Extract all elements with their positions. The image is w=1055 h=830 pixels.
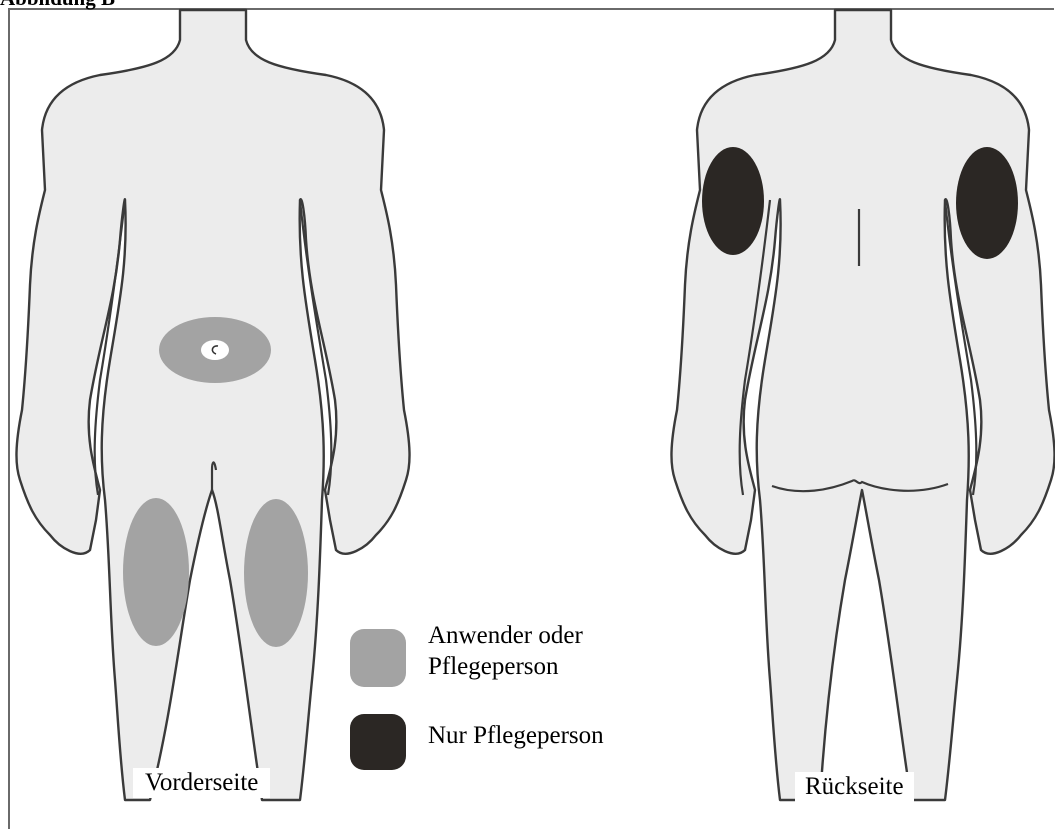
legend-swatch-caregiver: [350, 714, 406, 770]
legend-caregiver-label: Nur Pflegeperson: [428, 720, 604, 751]
legend-swatch-user: [350, 629, 406, 687]
navel-exclusion-area: [201, 340, 229, 360]
legend-user-line1: Anwender oder: [428, 620, 583, 651]
left-upper-arm-injection-zone: [702, 147, 764, 255]
back-body-outline: [671, 10, 1054, 800]
left-thigh-injection-zone: [123, 498, 189, 646]
back-view-label: Rückseite: [795, 772, 914, 802]
front-view-label: Vorderseite: [133, 768, 270, 798]
right-upper-arm-injection-zone: [956, 147, 1018, 259]
legend-user-line2: Pflegeperson: [428, 651, 559, 682]
right-thigh-injection-zone: [244, 499, 308, 647]
